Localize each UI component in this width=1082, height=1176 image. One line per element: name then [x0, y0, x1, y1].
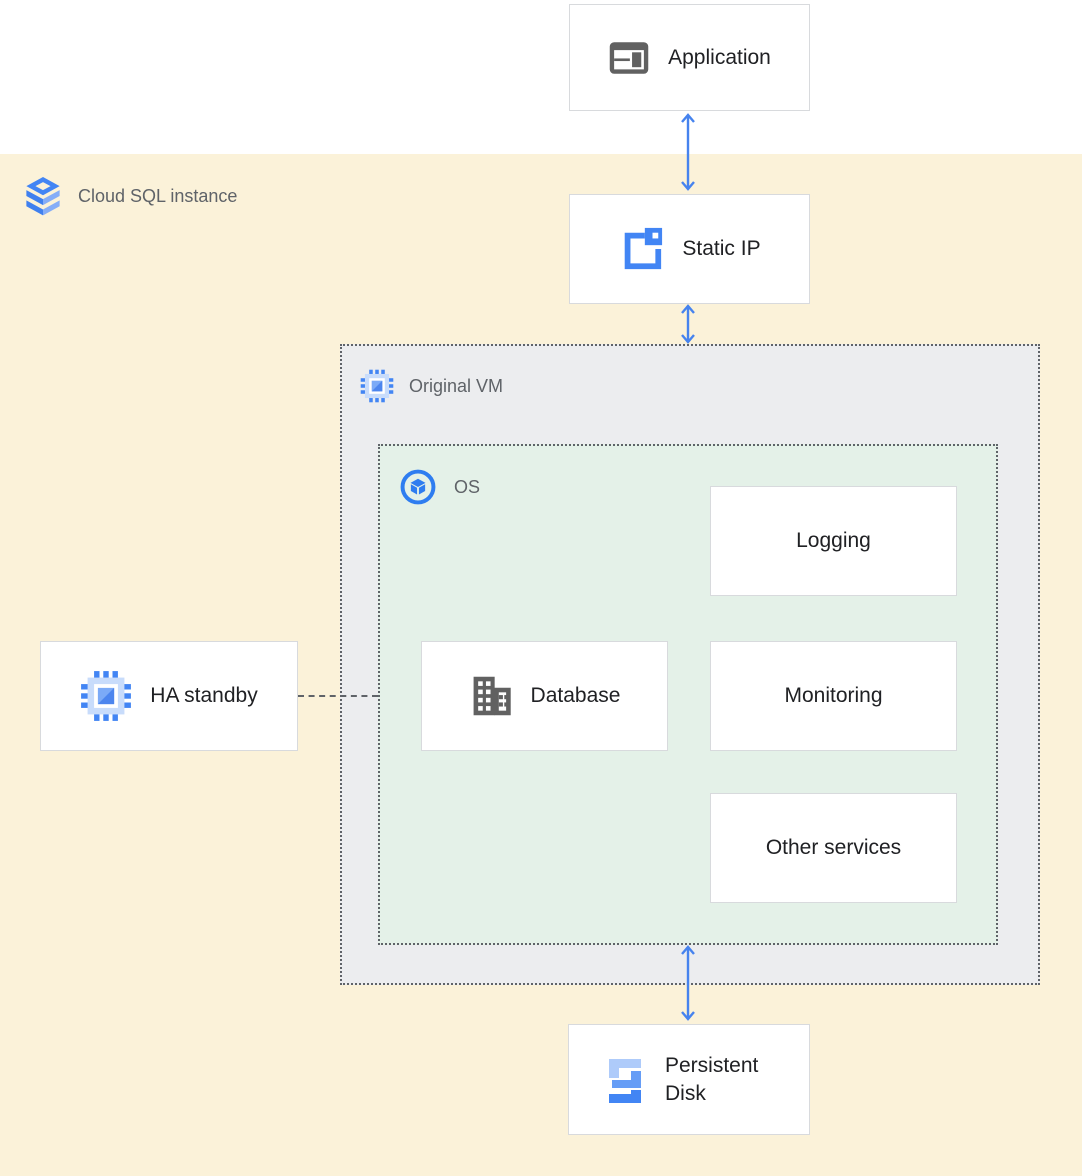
os-zone-label: OS	[399, 468, 480, 506]
database-label: Database	[530, 684, 621, 707]
arrow-application-static-ip	[680, 112, 696, 197]
cloud-sql-stack-icon	[24, 176, 62, 216]
arrow-os-persistent-disk	[680, 944, 696, 1027]
node-other-services: Other services	[710, 793, 957, 903]
cloud-sql-zone-label: Cloud SQL instance	[24, 176, 237, 216]
node-database: Database	[421, 641, 668, 751]
node-application: Application	[569, 4, 810, 111]
arrow-static-ip-original-vm	[680, 303, 696, 350]
os-circle-cube-icon	[399, 468, 437, 506]
persistent-disk-icon	[601, 1056, 649, 1104]
cloud-sql-zone-label-text: Cloud SQL instance	[78, 185, 238, 206]
static-ip-icon	[618, 226, 664, 272]
persistent-disk-label: Persistent Disk	[665, 1054, 759, 1105]
logging-label: Logging	[796, 529, 871, 552]
database-building-icon	[469, 674, 513, 718]
static-ip-label: Static IP	[682, 237, 761, 260]
other-services-label: Other services	[765, 836, 902, 859]
node-logging: Logging	[710, 486, 957, 596]
original-vm-zone-label-text: Original VM	[409, 375, 504, 396]
connector-ha-standby-original-vm	[298, 695, 378, 697]
compute-engine-chip-icon	[360, 369, 394, 403]
node-static-ip: Static IP	[569, 194, 810, 304]
application-label: Application	[668, 45, 771, 69]
original-vm-zone-label: Original VM	[360, 369, 503, 403]
monitoring-label: Monitoring	[784, 684, 883, 707]
application-window-icon	[608, 40, 650, 76]
os-zone-label-text: OS	[454, 476, 481, 497]
ha-standby-label: HA standby	[150, 684, 258, 707]
node-ha-standby: HA standby	[40, 641, 298, 751]
node-monitoring: Monitoring	[710, 641, 957, 751]
node-persistent-disk: Persistent Disk	[568, 1024, 810, 1135]
compute-engine-chip-icon	[80, 670, 132, 722]
